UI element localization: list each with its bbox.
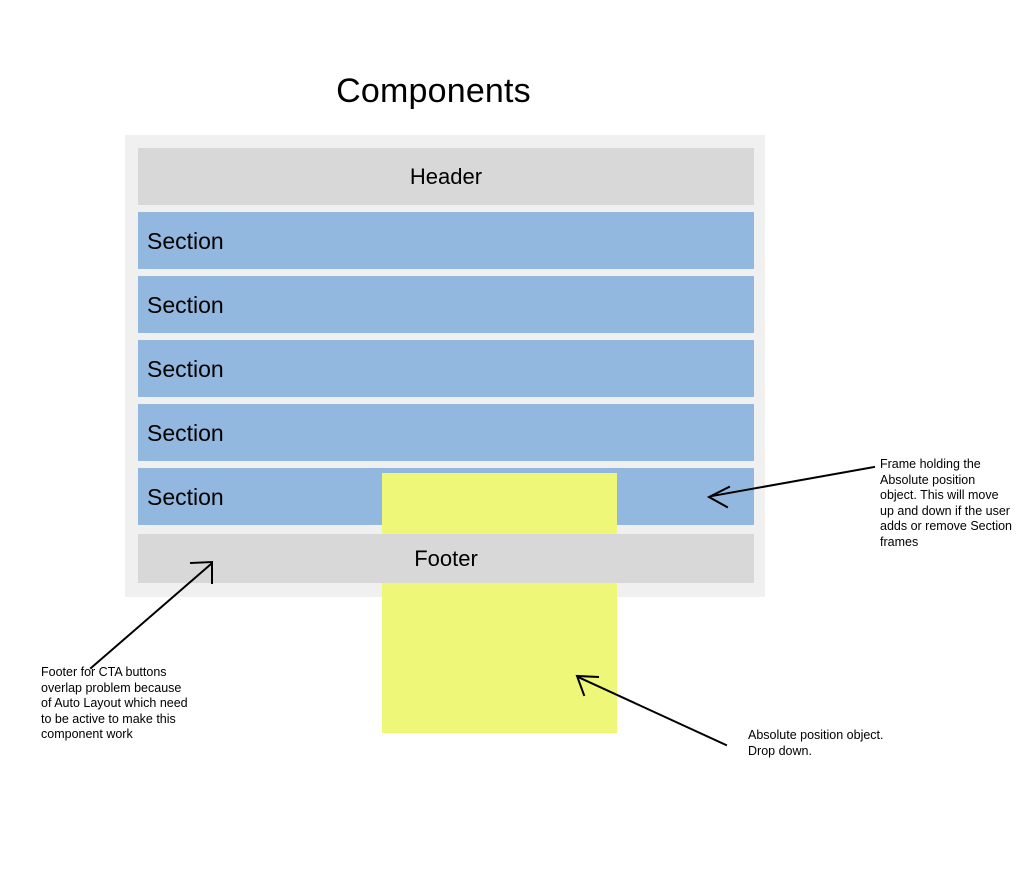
page-title: Components [336,72,531,110]
footer-bar[interactable]: Footer [138,534,754,583]
section-bar-2[interactable]: Section [138,276,754,333]
annotation-footer-cta-overlap: Footer for CTA buttons overlap problem b… [41,665,188,741]
section-bar-label: Section [147,419,224,446]
component-frame[interactable]: Header Section Section Section Section S… [125,135,765,597]
absolute-position-object[interactable] [382,473,617,733]
annotation-absolute-position-object: Absolute position object. Drop down. [748,728,884,758]
annotation-frame-holding-absolute-object: Frame holding the Absolute position obje… [880,457,1013,549]
section-bar-label: Section [147,483,224,510]
section-bar-4[interactable]: Section [138,404,754,461]
section-bar-label: Section [147,227,224,254]
section-bar-label: Section [147,291,224,318]
header-bar-label: Header [409,163,483,189]
section-bar-1[interactable]: Section [138,212,754,269]
section-bar-label: Section [147,355,224,382]
header-bar[interactable]: Header [138,148,754,205]
footer-bar-label: Footer [414,545,478,571]
section-bar-3[interactable]: Section [138,340,754,397]
